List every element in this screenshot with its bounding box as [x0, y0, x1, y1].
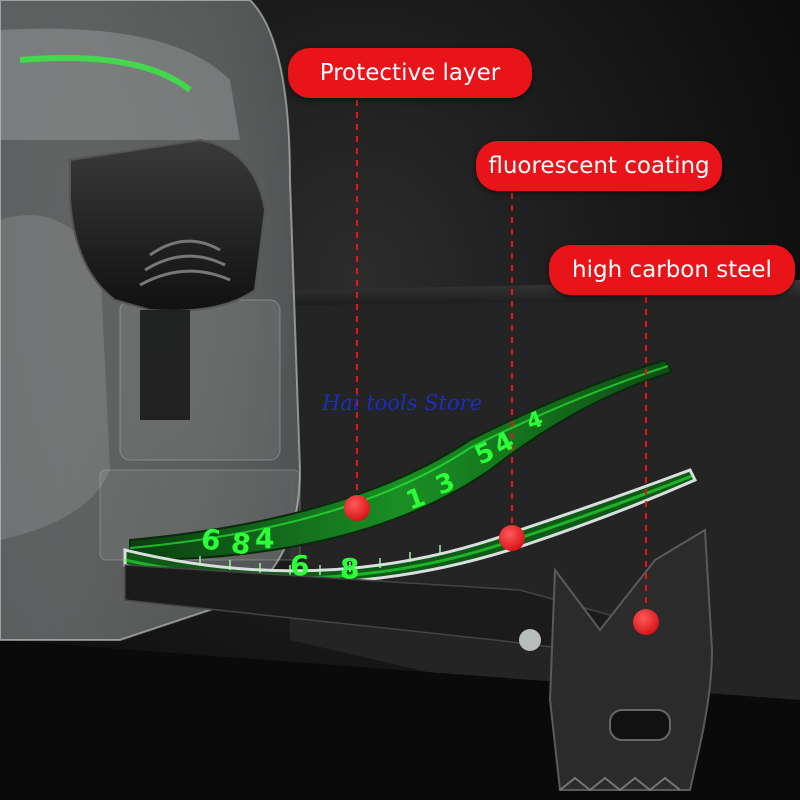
tape-digit: 8	[340, 552, 359, 585]
callout-high-carbon-steel: high carbon steel	[549, 245, 795, 295]
store-watermark: Hai tools Store	[322, 391, 483, 415]
callout-fluorescent-coating: fluorescent coating	[476, 141, 722, 191]
callout-dot-high-carbon-steel	[633, 609, 659, 635]
callout-dot-protective-layer	[344, 495, 370, 521]
callout-dot-fluorescent-coating	[499, 525, 525, 551]
tape-digit: 8	[229, 526, 253, 561]
lock-button	[69, 138, 267, 420]
tape-digit: 6	[290, 549, 309, 582]
end-hook	[548, 528, 714, 792]
callout-protective-layer: Protective layer	[288, 48, 532, 98]
callout-leaders	[356, 100, 647, 610]
tape-blade-upper	[129, 358, 674, 562]
tape-digit: 6	[199, 522, 223, 557]
tape-digit: 4	[255, 522, 274, 555]
